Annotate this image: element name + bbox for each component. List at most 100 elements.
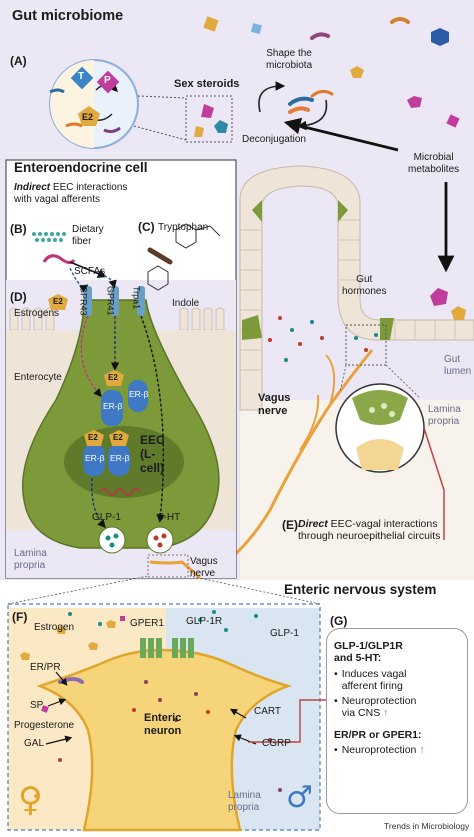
female-symbol: ♀ (18, 780, 43, 820)
e2-pent-2 (84, 430, 104, 446)
eec-vagus (149, 560, 201, 580)
eec-line-3: cell) (140, 460, 165, 475)
lamina-right-line-2: propria (428, 415, 460, 427)
gut-lumen-line-2: lumen (444, 365, 472, 377)
e2-input-label: E2 (53, 297, 63, 306)
panel-a-label: (A) (10, 54, 27, 68)
er-beta-label-4: ER-β (110, 453, 130, 463)
eec-vagus-line-1: Vagus (190, 556, 218, 567)
tryptophan-label: Tryptophan (158, 222, 209, 233)
zoom-box (345, 324, 387, 366)
shape-line-1: Shape the (266, 48, 312, 59)
lamina-right-line-1: Lamina (428, 404, 461, 415)
indirect-rest: EEC interactions (50, 182, 128, 193)
enteric-neuron-shape (36, 648, 293, 832)
gpr43-label: GPR43 (78, 286, 89, 316)
enterocyte-label: Enterocyte (14, 372, 62, 383)
cgrp-label: CGRP (262, 738, 291, 749)
journal-footer: Trends in Microbiology (384, 821, 470, 831)
neuron-line-1: Enteric (144, 712, 182, 724)
dietary-line-1: Dietary (72, 224, 104, 235)
estradiol-badge (78, 106, 100, 126)
panel-g-text: GLP-1/GLP1R and 5-HT: • Induces vagal af… (334, 640, 464, 757)
dna-strand (99, 488, 141, 496)
eec-lamina-label: Lamina propria (14, 548, 47, 571)
gal-label: GAL (24, 738, 45, 749)
vagus-branch-1 (299, 394, 320, 451)
gut-hormone-dots (268, 316, 378, 362)
deconjugation-label: Deconjugation (242, 134, 306, 145)
eec-line-2: (L- (140, 446, 156, 461)
dietary-line-2: fiber (72, 235, 92, 247)
progesterone-label: Progesterone (14, 720, 75, 731)
tryptophan-structure (147, 223, 221, 291)
er-beta-4 (108, 444, 130, 476)
indirect-line-2: with vagal afferents (14, 193, 100, 205)
gut-hormones-line-1: Gut (356, 274, 373, 285)
gper1-label: GPER1 (130, 618, 164, 629)
e2-pent-1 (104, 370, 124, 386)
synapse-eec (352, 390, 408, 425)
microbial-line-1: Microbial (413, 152, 454, 163)
er-beta-2 (128, 380, 148, 412)
g-bullet-3: • Neuroprotection ↑ (334, 744, 425, 757)
g-b3: Neuroprotection (341, 744, 417, 757)
male-symbol: ♂ (286, 780, 313, 815)
panel-d-label: (D) (10, 290, 27, 304)
sex-steroids-label: Sex steroids (174, 78, 240, 90)
estrogens-label: Estrogens (14, 308, 60, 319)
g-head1-line-1: GLP-1/GLP1R (334, 640, 403, 652)
er-beta-1 (101, 390, 123, 426)
panel-g-label: (G) (330, 614, 348, 628)
er-beta-3 (83, 444, 105, 476)
er-beta-label-2: ER-β (129, 389, 149, 399)
badge-t-label: T (78, 71, 85, 82)
glp1-label: GLP-1 (92, 512, 121, 523)
panel-g-box (326, 628, 468, 814)
villus-eec-1 (252, 200, 262, 222)
eec-line-1: EEC (140, 433, 165, 447)
panel-c-label: (C) (138, 220, 155, 234)
g-head1-line-2: and 5-HT: (334, 652, 382, 665)
ens-lamina-label: Lamina propria (228, 790, 261, 813)
direct-em: Direct (298, 518, 328, 530)
direct-line-2: through neuroepithelial circuits (298, 530, 441, 543)
up-arrow-icon-1: ↑ (383, 707, 389, 720)
scfas-label: SCFAs (74, 266, 106, 277)
cart-label: CART (254, 706, 282, 717)
eec-lamina-line-1: Lamina (14, 548, 47, 559)
microbial-line-2: metabolites (408, 163, 460, 175)
ens-molecules (20, 610, 282, 798)
sex-steroid-box (185, 95, 233, 143)
trpa1-label: Trpa1 (131, 286, 142, 310)
indole-label: Indole (172, 298, 200, 309)
villus-eec-2 (338, 200, 348, 222)
eec-l-cell-label: EEC (L- cell) (140, 433, 165, 475)
sp-label: SP (30, 700, 44, 711)
g-b1-line-1: Induces vagal (341, 668, 407, 681)
panel-b-label: (B) (10, 222, 27, 236)
eec-title: Enteroendocrine cell (14, 160, 148, 175)
shape-line-2: microbiota (266, 59, 313, 71)
direct-text: Direct EEC-vagal interactions through ne… (298, 518, 440, 542)
lamina-propria-right-label: Lamina propria (428, 404, 461, 427)
villus-eec-3 (242, 315, 262, 340)
ens-lamina-line-1: Lamina (228, 790, 261, 801)
ens-title: Enteric nervous system (284, 582, 437, 597)
eec-vagus-line-2: nerve (190, 567, 216, 579)
badge-e2-label: E2 (82, 112, 94, 122)
vagus-nerve-label: Vagus nerve (258, 392, 290, 417)
vagus-line-2: nerve (258, 404, 288, 417)
microbes (203, 16, 466, 320)
villus-epithelium (239, 165, 474, 411)
g-b2-line-1: Neuroprotection (341, 695, 417, 708)
er-beta-label-3: ER-β (85, 453, 105, 463)
panel-f-label: (F) (12, 610, 28, 624)
gut-hormones-label: Gut hormones (342, 274, 386, 297)
vagus-branch-2 (325, 354, 336, 406)
e2-pent-3 (109, 430, 129, 446)
er-pr-label: ER/PR (30, 662, 61, 673)
gpr41-receptor (111, 286, 119, 316)
neuron-line-2: neuron (144, 724, 182, 737)
